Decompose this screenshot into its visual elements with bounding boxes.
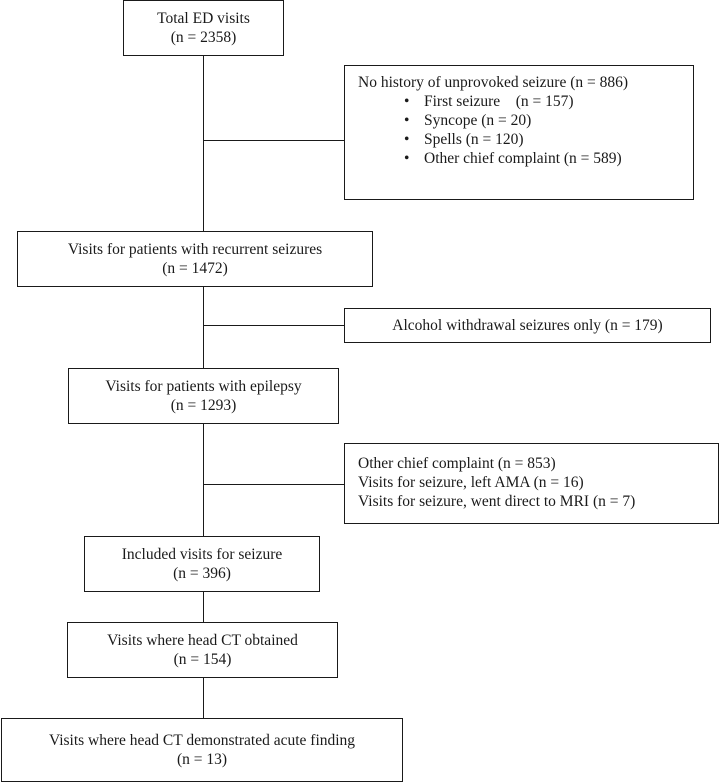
connector-main-3 [203,423,205,536]
connector-branch-1 [203,140,344,142]
head-ct-acute-finding-box: Visits where head CT demonstrated acute … [1,718,403,782]
connector-main-4 [203,592,205,622]
total-ed-visits-box: Total ED visits (n = 2358) [123,0,284,56]
box-count: (n = 396) [173,565,231,582]
exclusion-line: Visits for seizure, left AMA (n = 16) [358,474,584,491]
exclusion-list: •First seizure (n = 157) •Syncope (n = 2… [358,92,693,168]
exclusion-line: Visits for seizure, went direct to MRI (… [358,493,636,510]
connector-main-2 [203,286,205,368]
box-count: (n = 2358) [170,29,237,46]
bullet-icon: • [404,93,410,110]
list-item: •Syncope (n = 20) [404,112,532,129]
bullet-icon: • [404,150,410,167]
exclusion-line: Other chief complaint (n = 853) [358,455,556,472]
connector-main-1 [203,55,205,231]
box-count: (n = 1293) [170,397,237,414]
connector-branch-3 [203,484,344,486]
box-title: No history of unprovoked seizure (n = 88… [358,74,629,91]
box-title: Visits where head CT obtained [107,632,298,649]
bullet-icon: • [404,131,410,148]
head-ct-obtained-box: Visits where head CT obtained (n = 154) [67,622,338,678]
box-title: Total ED visits [157,10,250,27]
list-item: •Other chief complaint (n = 589) [404,150,622,167]
connector-branch-2 [203,325,344,327]
box-title: Alcohol withdrawal seizures only (n = 17… [392,317,663,334]
list-item: •First seizure (n = 157) [404,93,574,110]
list-item: •Spells (n = 120) [404,131,524,148]
box-title: Visits where head CT demonstrated acute … [48,732,356,749]
box-title: Visits for patients with epilepsy [105,378,302,395]
epilepsy-exclusions-box: Other chief complaint (n = 853) Visits f… [344,443,719,524]
connector-main-5 [203,678,205,718]
epilepsy-box: Visits for patients with epilepsy (n = 1… [68,368,339,424]
box-title: Included visits for seizure [121,546,283,563]
no-unprovoked-seizure-box: No history of unprovoked seizure (n = 88… [344,65,694,200]
bullet-icon: • [404,112,410,129]
box-count: (n = 13) [176,751,228,768]
included-visits-box: Included visits for seizure (n = 396) [84,536,320,592]
box-title: Visits for patients with recurrent seizu… [67,241,323,258]
alcohol-withdrawal-box: Alcohol withdrawal seizures only (n = 17… [344,308,711,343]
box-count: (n = 154) [173,651,232,668]
box-count: (n = 1472) [162,260,228,277]
recurrent-seizures-box: Visits for patients with recurrent seizu… [17,231,373,287]
